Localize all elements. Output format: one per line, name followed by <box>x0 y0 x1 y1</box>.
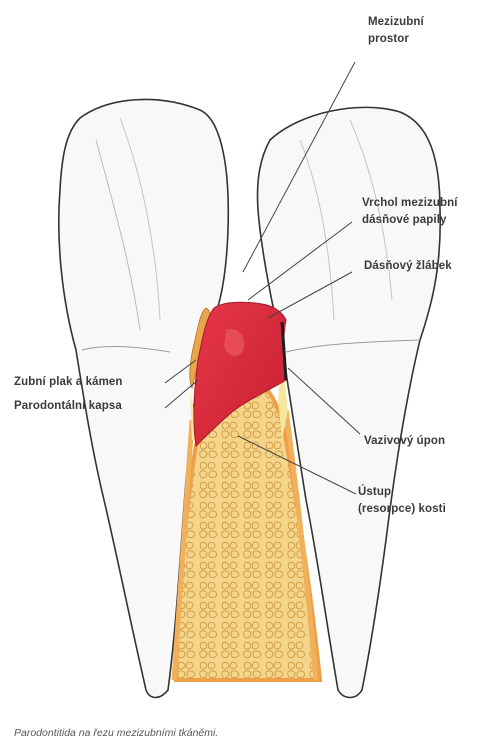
label-plaque-calculus: Zubní plak a kámen <box>14 374 123 391</box>
label-fibrous-attachment: Vazivový úpon <box>364 433 445 450</box>
label-papilla-tip: Vrchol mezizubní dásňové papily <box>362 195 458 229</box>
figure-caption: Parodontitida na řezu mezizubními tkáněm… <box>14 727 218 739</box>
label-bone-loss-line1: Ústup <box>358 484 446 501</box>
label-periodontal-pocket: Parodontální kapsa <box>14 398 122 415</box>
label-interdental-space: Mezizubní prostor <box>368 14 424 48</box>
label-interdental-space-line1: Mezizubní <box>368 14 424 31</box>
label-gingival-sulcus: Dásňový žlábek <box>364 258 452 275</box>
label-bone-loss-line2: (resorpce) kosti <box>358 501 446 518</box>
label-papilla-tip-line2: dásňové papily <box>362 212 458 229</box>
label-papilla-tip-line1: Vrchol mezizubní <box>362 195 458 212</box>
label-interdental-space-line2: prostor <box>368 31 424 48</box>
label-bone-loss: Ústup (resorpce) kosti <box>358 484 446 518</box>
